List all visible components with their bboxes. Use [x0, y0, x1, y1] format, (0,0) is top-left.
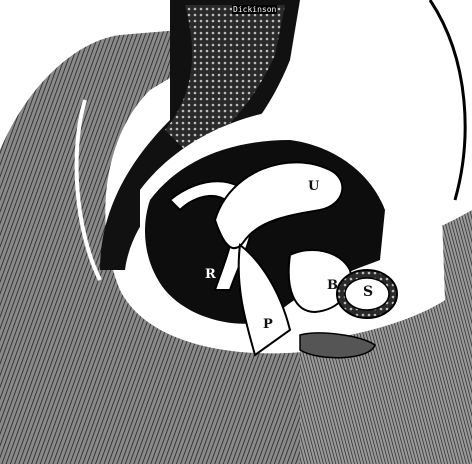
artist-signature: Dickinson: [232, 5, 277, 14]
label-rectum: R: [205, 268, 216, 281]
label-symphysis: S: [363, 285, 373, 299]
label-bladder: B: [327, 279, 338, 292]
label-pubis: P: [263, 318, 273, 331]
label-uterus: U: [308, 180, 319, 193]
